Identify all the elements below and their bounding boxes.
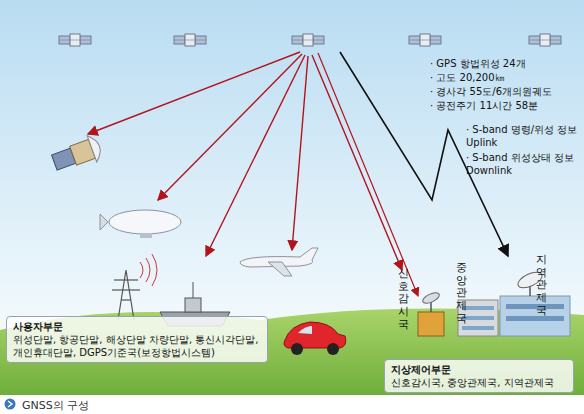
info-note: · S-band 명령/위성 정보 Uplink: [466, 124, 578, 149]
segment-heading: 사용자부문: [13, 320, 261, 333]
figure-caption: GNSS의 구성: [22, 398, 89, 413]
segment-body: 신호감시국, 중앙관제국, 지역관제국: [391, 376, 567, 389]
info-note: · GPS 항법위성 24개: [430, 58, 580, 71]
info-note: · 경사각 55도/6개의원궤도: [430, 86, 580, 99]
station-label: 신호 감시국: [398, 268, 409, 331]
segment-box: 지상제어부문신호감시국, 중앙관제국, 지역관제국: [384, 359, 574, 393]
segment-heading: 지상제어부문: [391, 363, 567, 376]
segment-body: 위성단말, 항공단말, 해상단말 차량단말, 통신시각단말, 개인휴대단말, D…: [13, 333, 261, 359]
info-note: · 고도 20,200㎞: [430, 72, 580, 85]
station-label: 중앙 관제국: [456, 262, 467, 325]
segment-box: 사용자부문위성단말, 항공단말, 해상단말 차량단말, 통신시각단말, 개인휴대…: [6, 316, 268, 363]
info-note: · S-band 위성상태 정보 Downlink: [466, 152, 578, 177]
info-note: · 공전주기 11시간 58분: [430, 100, 580, 113]
station-label: 지역 관제국: [536, 254, 547, 317]
